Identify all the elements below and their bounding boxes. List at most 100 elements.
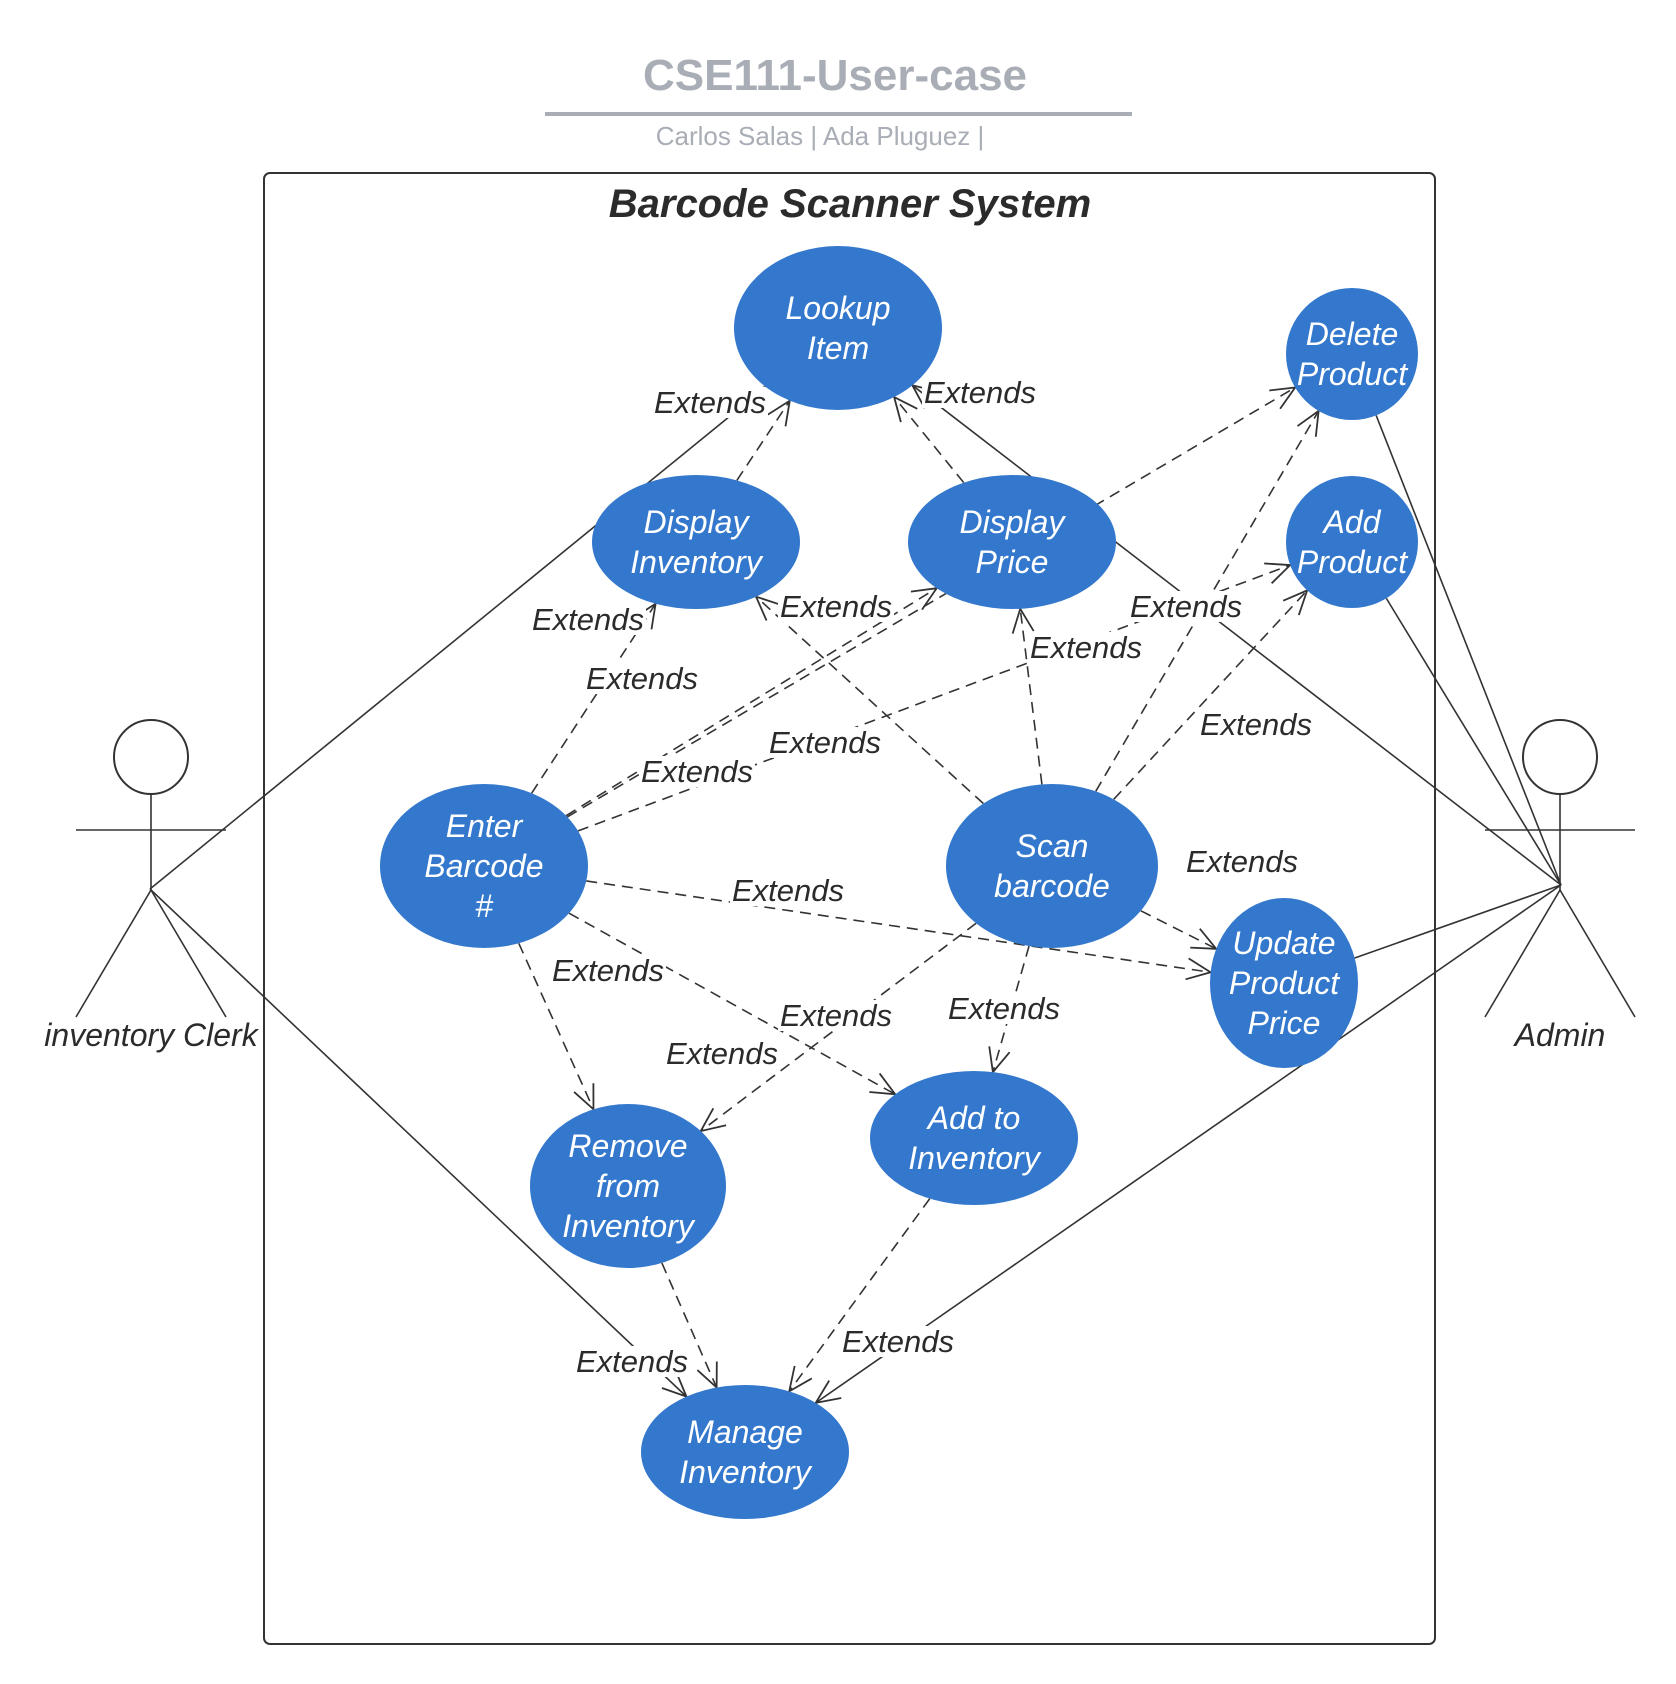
use-case-ellipse (592, 475, 800, 609)
extends-label: Extends (1200, 707, 1312, 742)
extends-scan-dispprice (1019, 608, 1043, 785)
extends-arrowhead (1011, 606, 1035, 634)
use-case-ellipse (870, 1071, 1078, 1205)
extends-scan-update (1140, 910, 1217, 950)
extends-label-bg (638, 756, 756, 787)
association-admin-manage (815, 884, 1562, 1404)
use-case-label: Product (1229, 965, 1340, 1001)
extends-label-bg (573, 1346, 691, 1377)
extends-arrowhead (892, 395, 918, 423)
system-boundary (263, 172, 1436, 1645)
extends-label-bg (777, 591, 895, 622)
authors-subtitle: Carlos Salas | Ada Pluguez | (656, 121, 985, 151)
extends-label-bg (921, 377, 1039, 408)
actor-head (113, 719, 189, 795)
actor-leg-right (1559, 889, 1636, 1018)
actor-label: inventory Clerk (44, 1017, 259, 1053)
use-case-label: Price (976, 544, 1049, 580)
use-case-label: Display (644, 504, 751, 540)
use-case-label: Delete (1306, 316, 1399, 352)
use-case-label: Scan (1016, 828, 1089, 864)
extends-label-bg (945, 993, 1063, 1024)
use-case-ellipse (1286, 476, 1418, 608)
extends-label-bg (583, 663, 701, 694)
extends-arrowhead (910, 587, 939, 611)
extends-arrowhead (1190, 928, 1219, 950)
extends-label: Extends (1030, 630, 1142, 665)
extends-label: Extends (780, 589, 892, 624)
use-case-scan[interactable]: Scan barcode (946, 784, 1158, 948)
actor-admin[interactable]: Admin (1484, 719, 1636, 1053)
extends-enter-delete (566, 386, 1296, 818)
extends-label-bg (1197, 709, 1315, 740)
actor-inventory-clerk[interactable]: inventory Clerk (44, 719, 260, 1053)
use-case-label: Lookup (786, 290, 891, 326)
system-title: Barcode Scanner System (609, 182, 1091, 226)
actor-label: Admin (1513, 1017, 1606, 1053)
extends-label: Extends (780, 998, 892, 1033)
use-case-label: Enter (446, 808, 524, 844)
extends-addinv-manage (788, 1198, 931, 1392)
use-case-label: Inventory (562, 1208, 696, 1244)
extends-enter-dispprice (565, 587, 938, 817)
extends-label-bg (766, 727, 884, 758)
extends-scan-dispinv (755, 596, 984, 805)
extends-label: Extends (1130, 589, 1242, 624)
use-case-label: Update (1232, 925, 1335, 961)
extends-label: Extends (654, 385, 766, 420)
use-case-label: Manage (687, 1414, 803, 1450)
extends-label-bg (663, 1038, 781, 1069)
extends-label-bg (529, 604, 647, 635)
extends-scan-add (1113, 589, 1308, 800)
extends-enter-addinv (568, 912, 896, 1095)
use-case-label: barcode (994, 868, 1110, 904)
extends-label: Extends (641, 754, 753, 789)
use-case-ellipse (908, 475, 1116, 609)
extends-arrowhead (988, 1046, 1011, 1075)
extends-label-bg (1127, 591, 1245, 622)
extends-label: Extends (532, 602, 644, 637)
association-lines (149, 383, 1562, 1405)
extends-label: Extends (552, 953, 664, 988)
extends-label-bg (1027, 632, 1145, 663)
extends-arrowhead (1185, 957, 1213, 981)
extends-label-bg (839, 1326, 957, 1357)
extends-enter-remove (518, 942, 595, 1110)
extends-label: Extends (842, 1324, 954, 1359)
extends-scan-addinv (992, 945, 1030, 1073)
actor-head (1522, 719, 1598, 795)
extends-enter-update (586, 880, 1211, 974)
extends-label-bg (777, 1000, 895, 1031)
extends-label-bg (549, 955, 667, 986)
use-case-label: Add (1322, 504, 1382, 540)
extends-label-bg (651, 387, 769, 418)
use-case-label: Inventory (679, 1454, 813, 1490)
extends-label: Extends (732, 873, 844, 908)
extends-label: Extends (666, 1036, 778, 1071)
use-case-ellipse (734, 246, 942, 410)
use-case-ellipse (1286, 288, 1418, 420)
extends-label: Extends (576, 1344, 688, 1379)
diagram-title: CSE111-User-case (643, 51, 1027, 100)
extends-arrowhead (1269, 386, 1298, 410)
extends-label: Extends (769, 725, 881, 760)
extends-arrowhead (869, 1072, 898, 1096)
extends-dispinv-lookup (736, 400, 791, 481)
use-case-ellipse (1210, 898, 1358, 1068)
extends-remove-manage (661, 1262, 718, 1388)
association-admin-delete (1375, 415, 1562, 886)
extends-label-bg (1183, 846, 1301, 877)
association-admin-update (1354, 884, 1562, 959)
